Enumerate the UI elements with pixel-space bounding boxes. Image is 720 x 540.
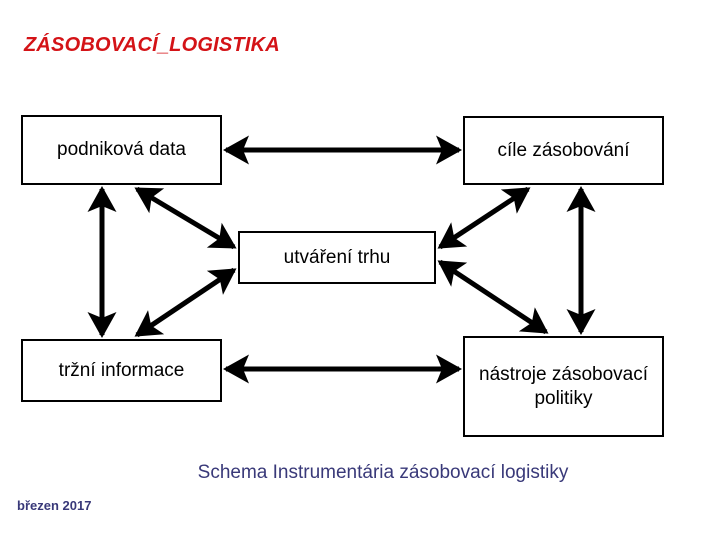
node-label: cíle zásobování xyxy=(497,139,630,161)
node-label: nástroje zásobovací politiky xyxy=(479,363,648,409)
node-label: podniková data xyxy=(57,139,186,161)
page-title: ZÁSOBOVACÍ_LOGISTIKA xyxy=(24,34,280,56)
node-cile-zasobovani[interactable]: cíle zásobování xyxy=(463,116,664,185)
edge-podnikova-data-utvareni-trhu xyxy=(134,186,237,250)
node-label: utváření trhu xyxy=(283,246,391,268)
diagram-caption: Schema Instrumentária zásobovací logisti… xyxy=(197,462,569,483)
edge-utvareni-trhu-nastroje xyxy=(437,259,549,335)
node-podnikova-data[interactable]: podniková data xyxy=(21,115,222,185)
node-utvareni-trhu[interactable]: utváření trhu xyxy=(238,231,436,284)
edge-utvareni-trhu-cile-zasobovani xyxy=(437,186,531,250)
node-trzni-informace[interactable]: tržní informace xyxy=(21,339,222,402)
date-stamp: březen 2017 xyxy=(17,498,92,513)
edge-utvareni-trhu-trzni-informace xyxy=(134,267,237,338)
node-label: tržní informace xyxy=(58,359,185,381)
node-nastroje[interactable]: nástroje zásobovací politiky xyxy=(463,336,664,437)
